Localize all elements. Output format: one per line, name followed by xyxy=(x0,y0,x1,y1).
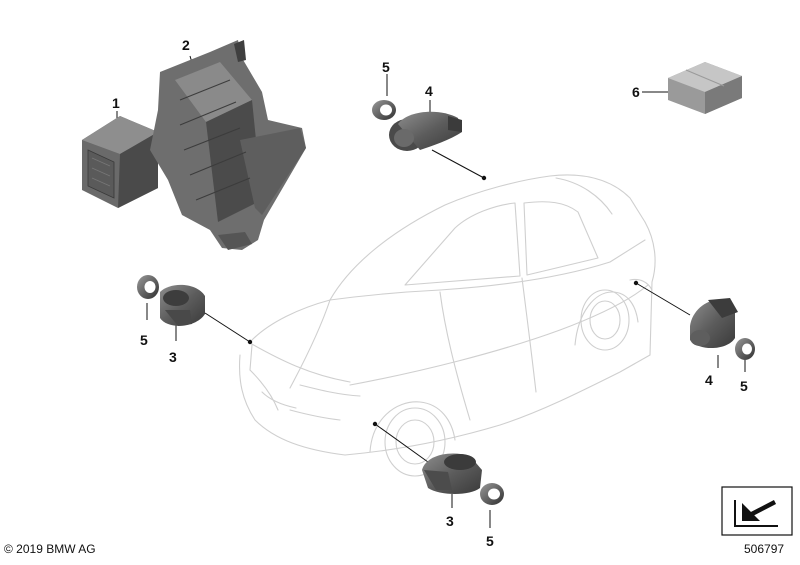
callout-5-top: 5 xyxy=(382,59,390,75)
decoupling-ring-icon xyxy=(137,275,159,299)
callout-5-right: 5 xyxy=(740,378,748,394)
decoupling-ring-icon xyxy=(735,338,755,360)
car-outline xyxy=(239,174,656,477)
callout-2: 2 xyxy=(182,37,190,53)
callout-1: 1 xyxy=(112,95,120,111)
arrow-symbol-icon xyxy=(721,486,793,536)
ultrasonic-sensor-icon xyxy=(160,284,205,326)
control-module-icon xyxy=(82,116,158,208)
callout-4-top: 4 xyxy=(425,83,433,99)
copyright-text: © 2019 BMW AG xyxy=(4,542,96,556)
callout-5-left: 5 xyxy=(140,332,148,348)
callout-6: 6 xyxy=(632,84,640,100)
diagram-number: 506797 xyxy=(744,542,784,556)
ultrasonic-sensor-icon xyxy=(389,111,462,151)
callout-3-bottom: 3 xyxy=(446,513,454,529)
ultrasonic-sensor-icon xyxy=(422,453,482,494)
decoupling-ring-icon xyxy=(372,100,396,120)
callout-3-front: 3 xyxy=(169,349,177,365)
wiring-kit-box-icon xyxy=(668,62,742,114)
callout-4-right: 4 xyxy=(705,372,713,388)
decoupling-ring-icon xyxy=(480,483,504,505)
callout-5-bottom: 5 xyxy=(486,533,494,549)
leader-lines xyxy=(116,55,746,528)
module-bracket-icon xyxy=(150,40,306,250)
ultrasonic-sensor-icon xyxy=(690,298,738,349)
